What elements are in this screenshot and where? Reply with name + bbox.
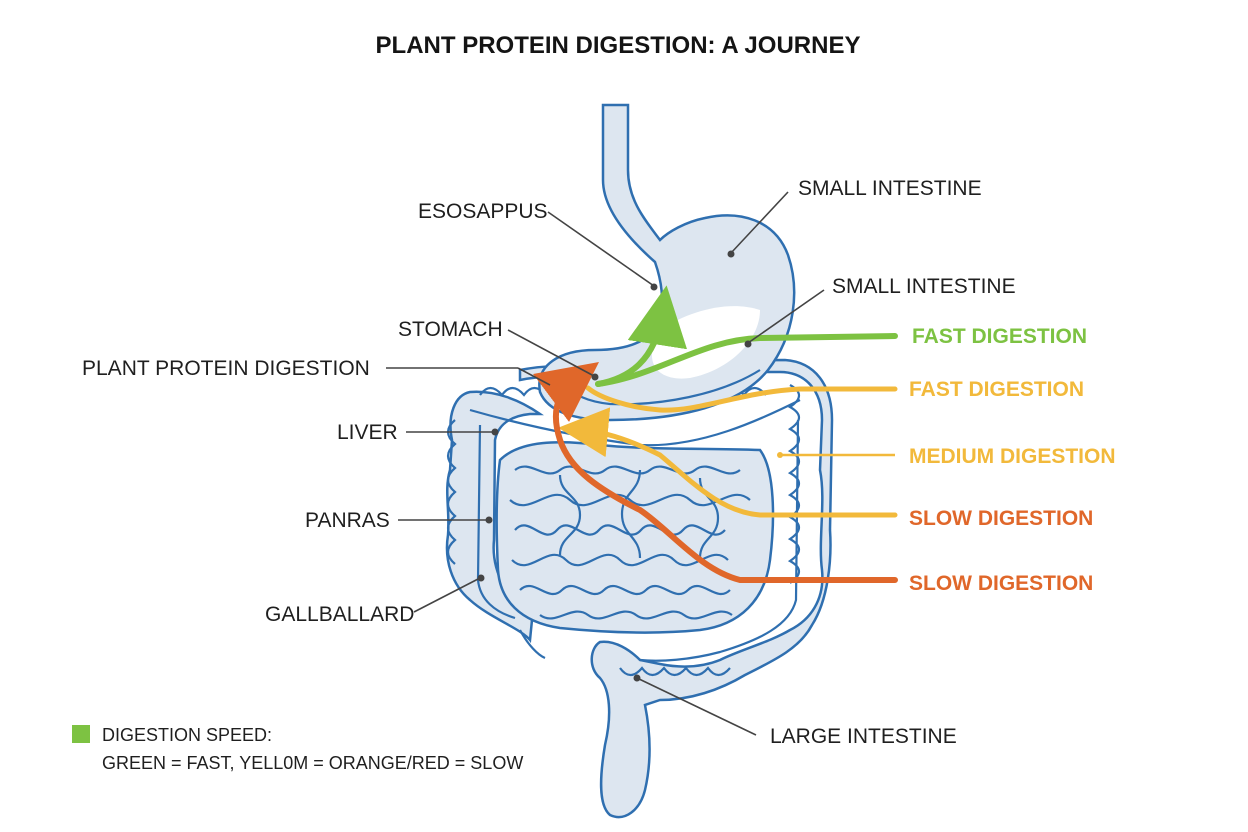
label-stomach: STOMACH <box>398 318 503 341</box>
large-intestine-shape <box>445 390 544 644</box>
route-label-5: SLOW DIGESTION <box>909 572 1093 595</box>
organ-labels: ESOSAPPUS SMALL INTESTINE SMALL INTESTIN… <box>82 177 1016 748</box>
colon-channel <box>639 419 800 662</box>
rectum-tail <box>519 629 546 660</box>
label-esophagus: ESOSAPPUS <box>418 200 548 223</box>
legend: DIGESTION SPEED: GREEN = FAST, YELL0M = … <box>72 725 523 773</box>
label-gallbladder: GALLBALLARD <box>265 603 414 626</box>
route-red-slow <box>532 361 898 583</box>
route-label-3: MEDIUM DIGESTION <box>909 445 1116 468</box>
legend-text: GREEN = FAST, YELL0M = ORANGE/RED = SLOW <box>102 753 523 773</box>
colon-channel-left <box>476 424 516 620</box>
digestion-routes <box>532 285 898 583</box>
label-large-intestine: LARGE INTESTINE <box>770 725 957 748</box>
label-small-intestine-top: SMALL INTESTINE <box>798 177 982 200</box>
route-labels: FAST DIGESTION FAST DIGESTION MEDIUM DIG… <box>909 325 1116 595</box>
leader-lines <box>386 191 825 736</box>
route-yellow-fast <box>585 385 898 413</box>
route-yellow-medium <box>558 407 898 518</box>
legend-heading: DIGESTION SPEED: <box>102 725 272 745</box>
label-plant-protein: PLANT PROTEIN DIGESTION <box>82 357 370 380</box>
route-label-1: FAST DIGESTION <box>912 325 1087 348</box>
label-pancreas: PANRAS <box>305 509 390 532</box>
label-small-intestine-mid: SMALL INTESTINE <box>832 275 1016 298</box>
label-liver: LIVER <box>337 421 398 444</box>
route-label-2: FAST DIGESTION <box>909 378 1084 401</box>
colon-frame <box>518 358 834 819</box>
small-intestine-coils <box>495 441 775 634</box>
page-title: PLANT PROTEIN DIGESTION: A JOURNEY <box>376 32 861 59</box>
route-green-fast <box>595 333 898 387</box>
legend-swatch <box>72 725 90 743</box>
route-label-4: SLOW DIGESTION <box>909 507 1093 530</box>
